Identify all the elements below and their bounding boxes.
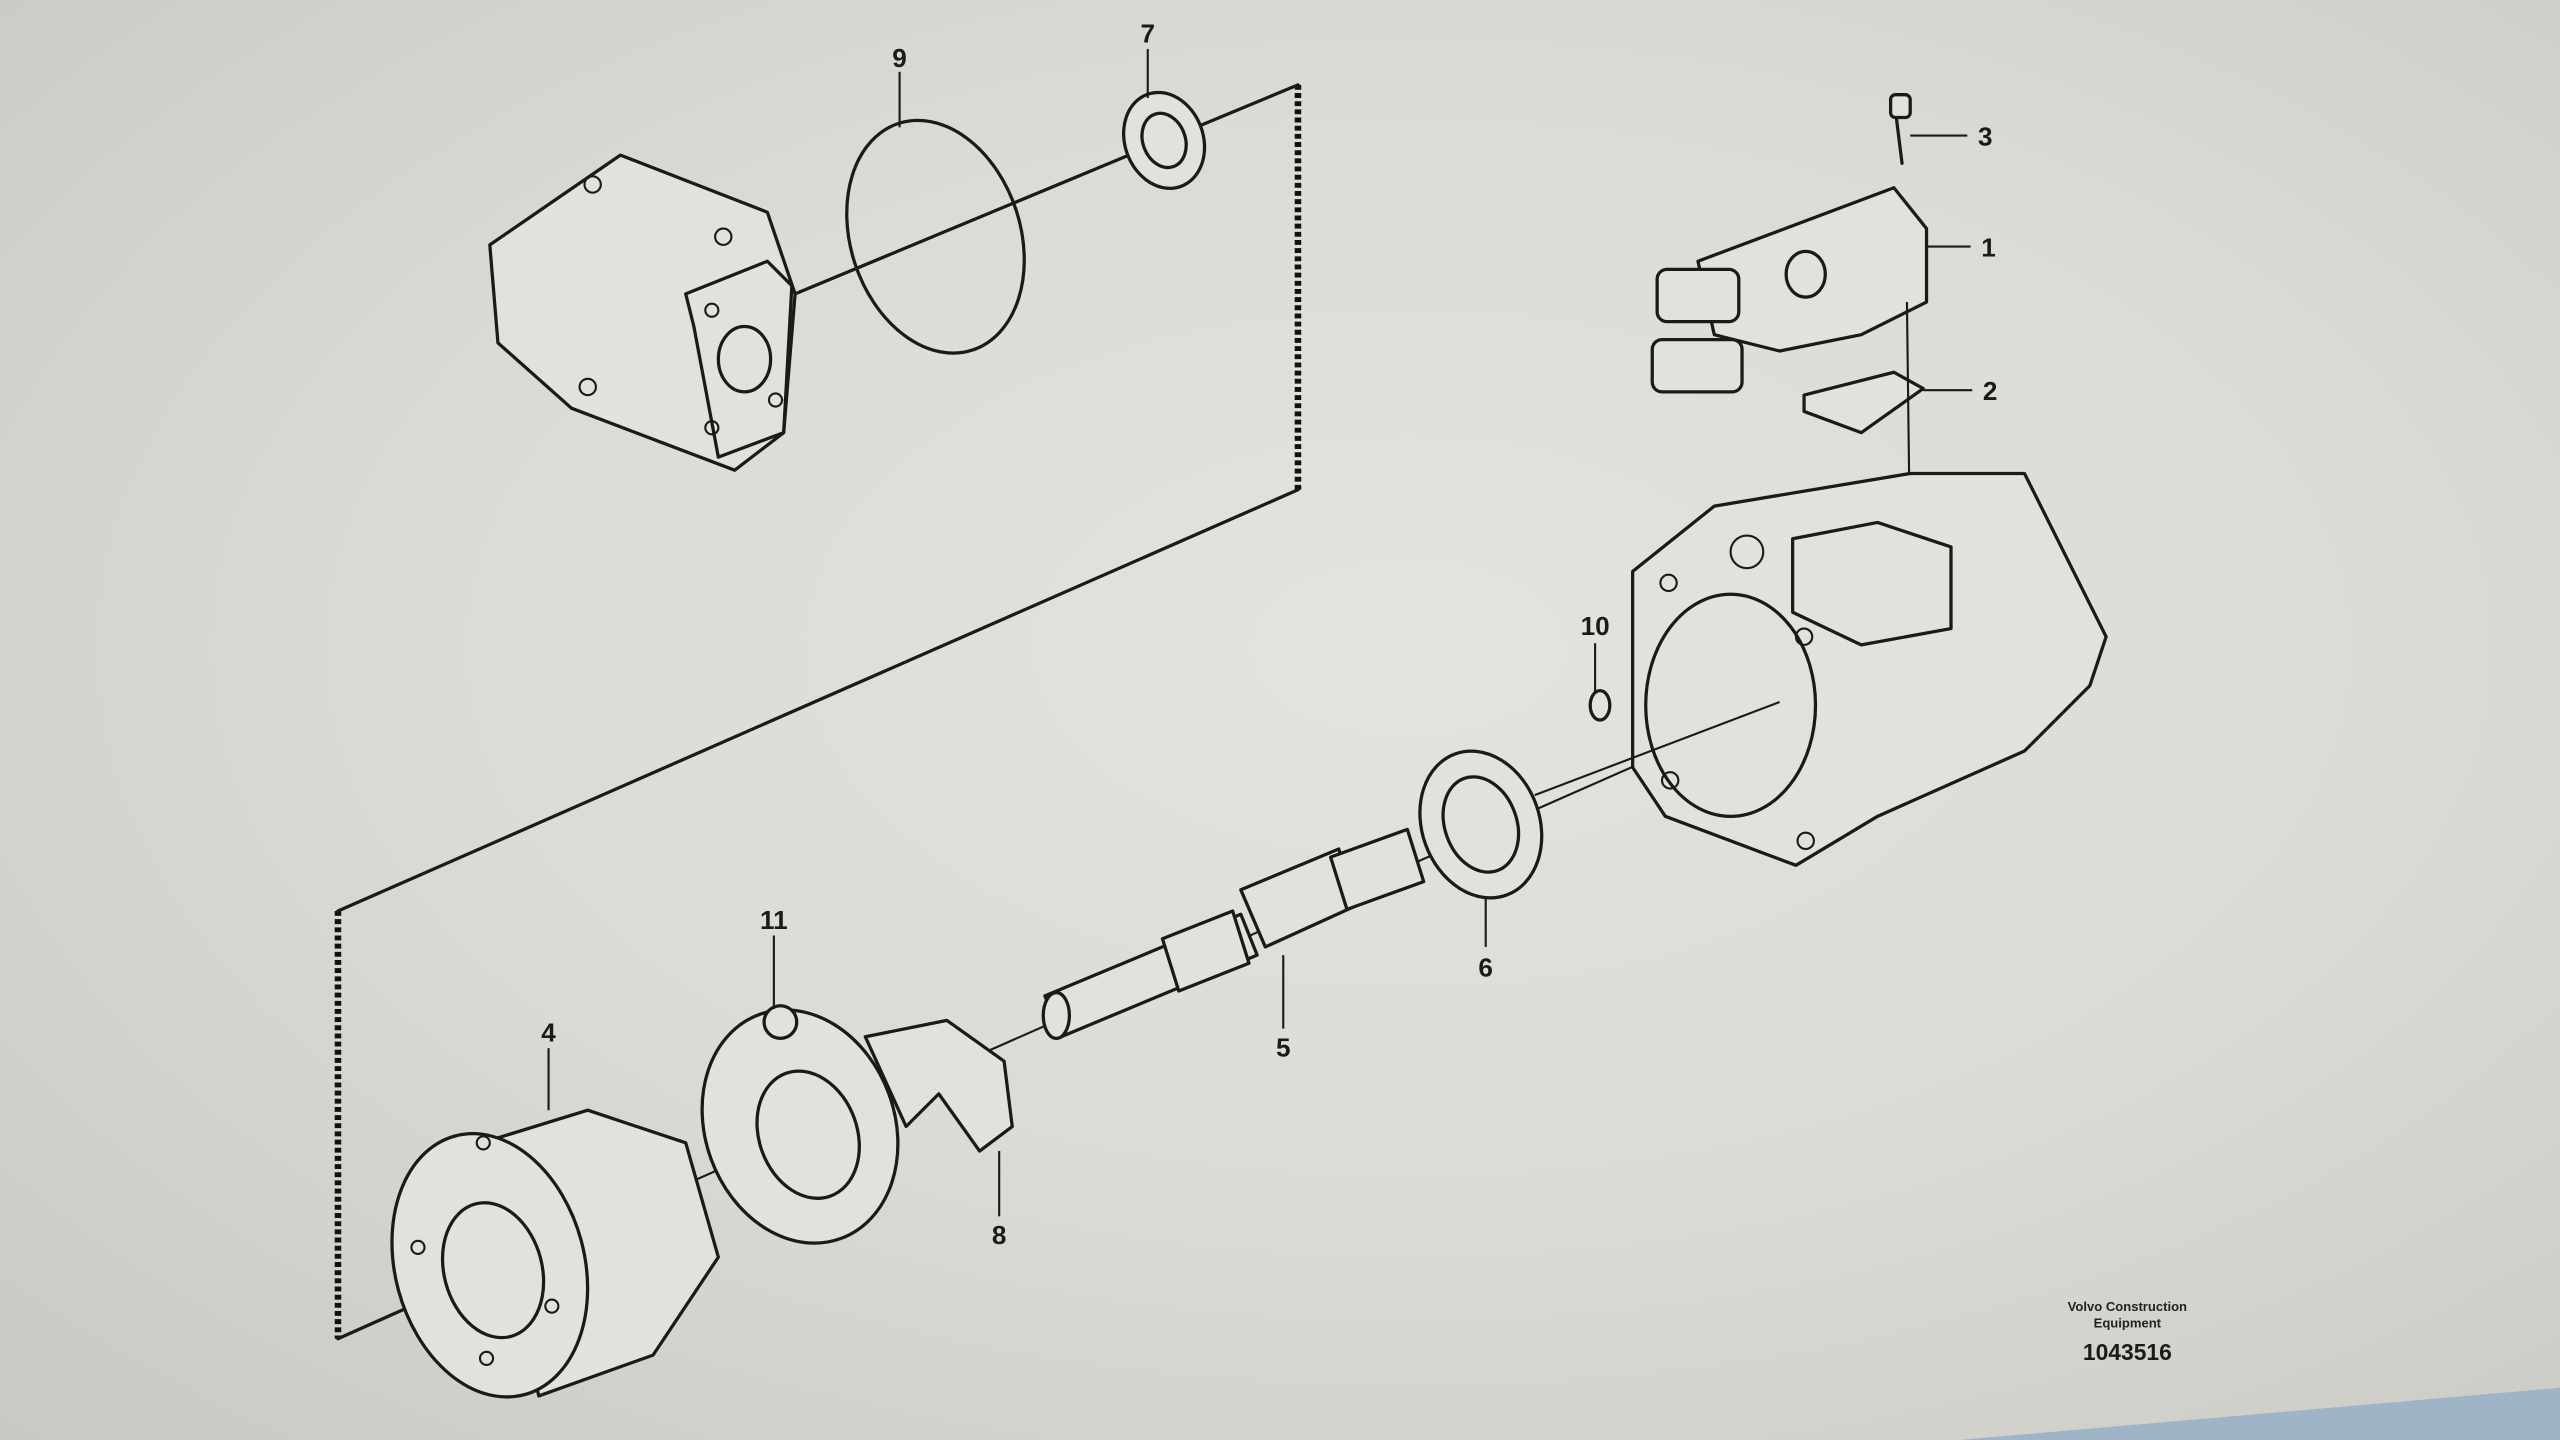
publisher-line-1: Volvo Construction: [2068, 1299, 2187, 1314]
callout-10: 10: [1581, 611, 1610, 641]
assembly-boundary: [334, 83, 1302, 1341]
callout-3: 3: [1978, 121, 1993, 151]
seal-ring-10: [1588, 688, 1612, 722]
retainer-8: [863, 1018, 1014, 1153]
callout-2: 2: [1983, 376, 1998, 406]
callout-8: 8: [992, 1220, 1007, 1250]
callout-5: 5: [1276, 1032, 1291, 1062]
valve-block-1: [1650, 93, 1929, 394]
pump-housing: [1631, 471, 2108, 867]
callout-1: 1: [1981, 232, 1996, 262]
bearing-6: [1418, 749, 1544, 900]
flange-plate-11: [700, 1004, 900, 1245]
callout-6: 6: [1478, 952, 1493, 982]
drive-shaft-5: [1041, 827, 1426, 1040]
callout-11: 11: [760, 905, 788, 935]
illustration-number: 1043516: [2083, 1339, 2172, 1365]
callout-7: 7: [1140, 18, 1155, 48]
callout-4: 4: [541, 1018, 556, 1048]
bearing-7: [1121, 90, 1207, 190]
leader-lines: [547, 48, 1973, 1217]
cover-housing: [488, 153, 797, 472]
screen-bezel: [1959, 1387, 2560, 1440]
publisher-line-2: Equipment: [2094, 1315, 2162, 1330]
callout-9: 9: [892, 43, 907, 73]
gasket-plate-2: [1802, 370, 1925, 435]
cylinder-block-4: [390, 1108, 720, 1399]
